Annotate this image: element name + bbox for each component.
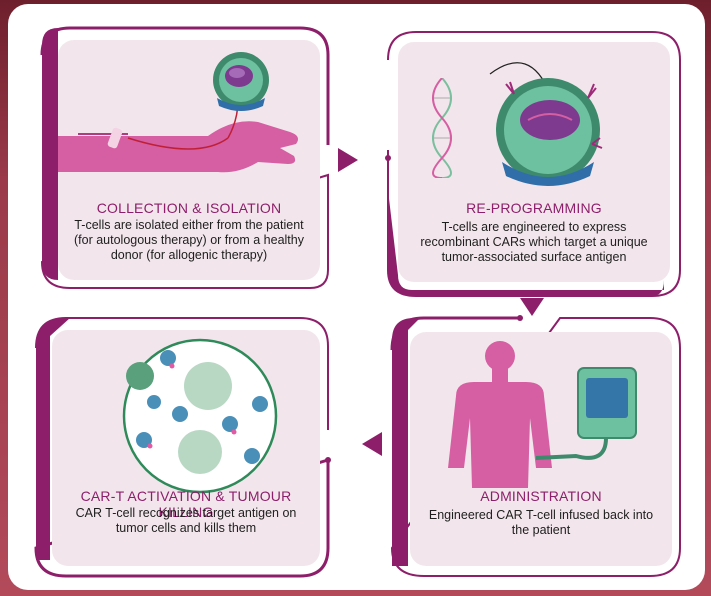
t-cell-icon <box>213 52 269 111</box>
arrow-left-icon <box>362 432 382 456</box>
arrow-down-icon <box>520 298 544 316</box>
arm-icon <box>58 99 298 173</box>
arrow-right-icon <box>338 148 358 172</box>
step-description: T-cells are isolated either from the pat… <box>74 218 304 262</box>
step-title: CAR-T ACTIVATION & TUMOUR KILLING <box>80 488 292 520</box>
step-description: CAR T-cell recognizes target antigen on … <box>75 506 297 535</box>
step-description: T-cells are engineered to express recomb… <box>420 220 648 264</box>
step-title: COLLECTION & ISOLATION <box>96 200 282 216</box>
dna-icon <box>432 78 452 178</box>
tumour-killing-icon <box>122 338 278 494</box>
engineered-cell-icon <box>489 62 603 186</box>
patient-icon <box>448 341 552 488</box>
step-description: Engineered CAR T-cell infused back into … <box>428 508 654 537</box>
step-title: RE-PROGRAMMING <box>466 200 602 216</box>
step-title: ADMINISTRATION <box>480 488 602 504</box>
iv-bag-icon <box>536 367 637 460</box>
